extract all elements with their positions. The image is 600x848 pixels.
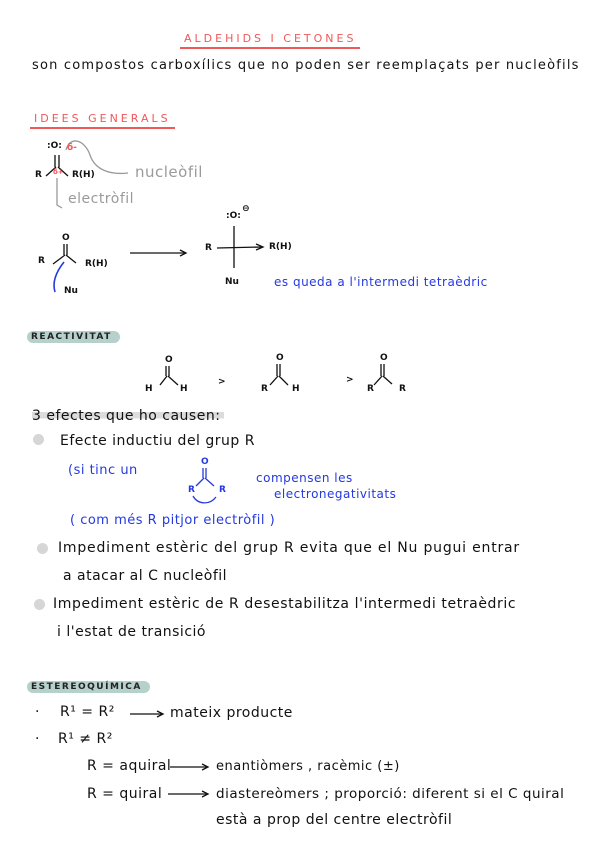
delta-plus: δ+ <box>53 168 64 176</box>
oxygen-label: :O: <box>47 141 62 151</box>
effect1-mol-r2: R <box>219 485 226 495</box>
electrophile-pointer <box>56 178 63 209</box>
effect2-line2: a atacar al C nucleòfil <box>63 568 228 584</box>
reactant-r: R <box>38 256 45 266</box>
mol2-left: R <box>261 384 268 394</box>
quiral-rhs1: diastereòmers ; proporció: diferent si e… <box>216 786 565 802</box>
case1-rhs: mateix producte <box>170 705 293 721</box>
page-title: ALDEHIDS I CETONES <box>180 32 361 49</box>
mol3-right: R <box>399 384 406 394</box>
mol3-o: O <box>380 353 388 363</box>
heading-reactivitat: REACTIVITAT <box>27 331 120 343</box>
heading-estereoquimica: ESTEREOQUÍMICA <box>27 681 150 693</box>
mol3-left: R <box>367 384 374 394</box>
electrophile-label: electròfil <box>68 191 135 207</box>
effect1-mol-r1: R <box>188 485 195 495</box>
mol1-right: H <box>180 384 188 394</box>
mol1-left: H <box>145 384 153 394</box>
reactant-nu: Nu <box>64 286 78 296</box>
quiral-lhs: R = quiral <box>87 786 163 802</box>
mol2-o: O <box>276 353 284 363</box>
effects-intro: 3 efectes que ho causen: <box>32 408 225 424</box>
rh-label: R(H) <box>72 170 95 180</box>
reactant-oxygen: O <box>62 233 70 243</box>
effect1-mol-o: O <box>201 457 209 467</box>
bullet <box>33 434 44 445</box>
bullet <box>37 543 48 554</box>
effect1-note-c: ( com més R pitjor electròfil ) <box>70 513 276 528</box>
effect2-line1: Impediment estèric del grup R evita que … <box>58 540 520 556</box>
effect3-line2: i l'estat de transició <box>57 624 206 640</box>
case1-lhs: R¹ = R² <box>60 704 115 720</box>
attack-arrow <box>53 261 65 293</box>
quiral-rhs2: està a prop del centre electròfil <box>216 812 453 828</box>
case2: R¹ ≠ R² <box>58 731 113 747</box>
intro-text: son compostos carboxílics que no poden s… <box>32 58 580 73</box>
tetrahedral-note: es queda a l'intermedi tetraèdric <box>274 275 488 289</box>
mol2-right: H <box>292 384 300 394</box>
mol1-o: O <box>165 355 173 365</box>
aquiral-lhs: R = aquiral <box>87 758 172 774</box>
nucleophile-label: nucleòfil <box>135 163 203 181</box>
product-rh: R(H) <box>269 242 292 252</box>
r-label: R <box>35 170 42 180</box>
greater-than-1: > <box>218 377 226 387</box>
product-r: R <box>205 243 212 253</box>
negative-charge: ⊖ <box>242 204 250 214</box>
effect1-note-b1: compensen les <box>256 471 353 485</box>
nucleophile-pointer <box>65 140 129 175</box>
effect1-text: Efecte inductiu del grup R <box>60 433 255 449</box>
bullet <box>34 599 45 610</box>
effect1-note-b2: electronegativitats <box>274 487 397 501</box>
effect1-note-a: (si tinc un <box>68 463 138 478</box>
product-nu: Nu <box>225 277 239 287</box>
effect3-line1: Impediment estèric de R desestabilitza l… <box>53 596 517 612</box>
delta-minus: δ- <box>67 143 77 153</box>
heading-idees-generals: IDEES GENERALS <box>30 112 175 129</box>
aquiral-rhs: enantiòmers , racèmic (±) <box>216 759 400 774</box>
reactant-rh: R(H) <box>85 259 108 269</box>
product-oxygen: :O: <box>226 211 241 221</box>
greater-than-2: > <box>346 375 354 385</box>
